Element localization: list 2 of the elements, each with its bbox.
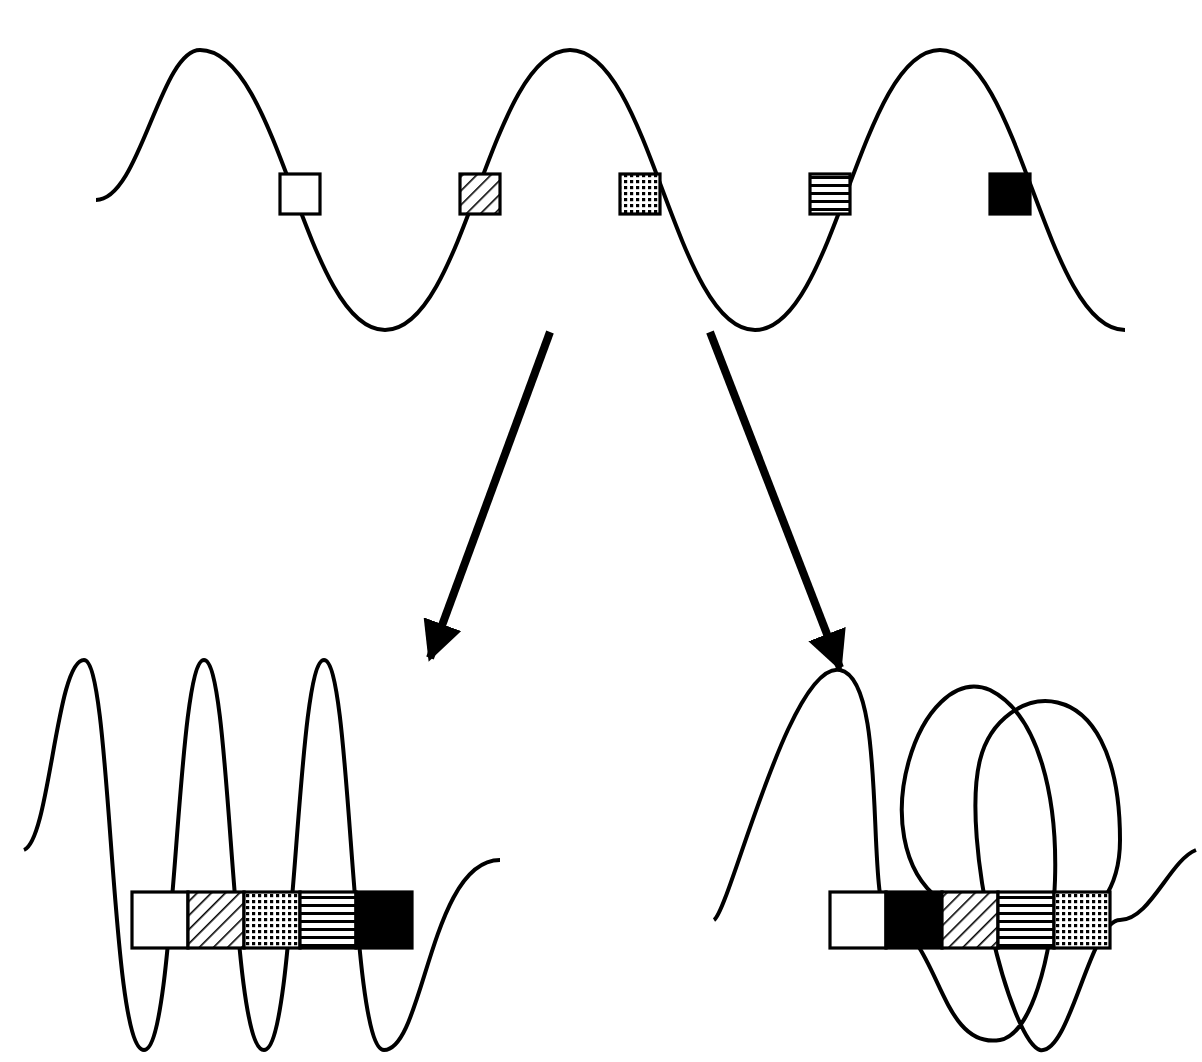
arrow	[423, 330, 554, 662]
arrow	[706, 330, 846, 672]
